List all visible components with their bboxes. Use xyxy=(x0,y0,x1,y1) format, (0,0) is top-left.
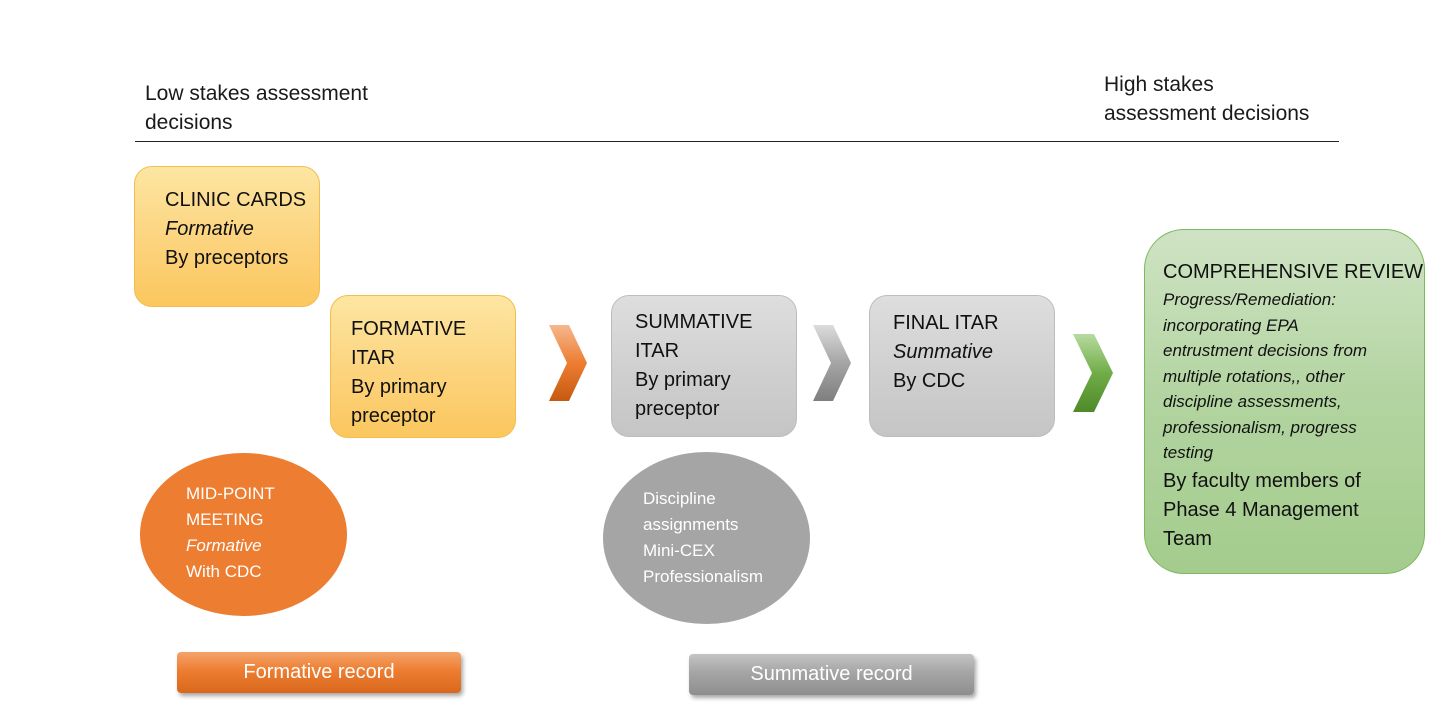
clinic-cards-title: CLINIC CARDS xyxy=(165,189,307,211)
high-stakes-label: High stakes assessment decisions xyxy=(1104,70,1309,128)
mid-point-line-2: MEETING xyxy=(186,510,264,529)
discipline-line-1: Discipline xyxy=(643,489,716,508)
review-detail-line-7: testing xyxy=(1163,443,1214,462)
summative-itar-line-2: ITAR xyxy=(635,340,680,362)
stakes-divider xyxy=(135,141,1339,142)
mid-point-type: Formative xyxy=(186,536,262,555)
clinic-cards-type: Formative xyxy=(165,218,254,240)
discipline-assessments-ellipse: Discipline assignments Mini-CEX Professi… xyxy=(603,452,810,624)
comprehensive-review-by: By faculty members of Phase 4 Management… xyxy=(1163,467,1420,554)
high-stakes-line-2: assessment decisions xyxy=(1104,102,1310,125)
discipline-line-2: assignments xyxy=(643,515,739,534)
low-stakes-line-2: decisions xyxy=(145,111,233,134)
review-by-line-3: Team xyxy=(1163,527,1212,550)
formative-itar-line-2: ITAR xyxy=(351,347,396,369)
formative-itar-box: FORMATIVE ITAR By primary preceptor xyxy=(330,295,516,438)
review-detail-line-6: professionalism, progress xyxy=(1163,417,1357,437)
low-stakes-label: Low stakes assessment decisions xyxy=(145,79,368,137)
summative-itar-line-1: SUMMATIVE xyxy=(635,311,753,333)
summative-itar-line-4: preceptor xyxy=(635,398,720,420)
comprehensive-review-title: COMPREHENSIVE REVIEW xyxy=(1163,261,1424,283)
final-itar-by: By CDC xyxy=(893,370,966,392)
review-detail-line-1: Progress/Remediation: xyxy=(1163,290,1336,309)
formative-itar-line-4: preceptor xyxy=(351,405,436,427)
chevron-right-icon-orange xyxy=(549,325,587,401)
mid-point-with: With CDC xyxy=(186,562,262,581)
clinic-cards-by: By preceptors xyxy=(165,247,289,269)
summative-itar-line-3: By primary xyxy=(635,369,731,391)
review-detail-line-5: discipline assessments, xyxy=(1163,392,1342,411)
summative-itar-box: SUMMATIVE ITAR By primary preceptor xyxy=(611,295,797,437)
final-itar-type: Summative xyxy=(893,341,994,363)
mid-point-line-1: MID-POINT xyxy=(186,484,275,503)
review-by-line-1: By faculty members of xyxy=(1163,469,1361,492)
high-stakes-line-1: High stakes xyxy=(1104,73,1214,96)
chevron-right-icon-gray xyxy=(813,325,851,401)
low-stakes-line-1: Low stakes assessment xyxy=(145,82,368,105)
comprehensive-review-box: COMPREHENSIVE REVIEW Progress/Remediatio… xyxy=(1144,229,1425,574)
chevron-right-icon-green xyxy=(1073,334,1113,412)
review-detail-line-3: entrustment decisions from xyxy=(1163,341,1368,360)
summative-record-bar: Summative record xyxy=(689,654,974,695)
comprehensive-review-detail: Progress/Remediation: incorporating EPA … xyxy=(1163,287,1420,466)
final-itar-box: FINAL ITAR Summative By CDC xyxy=(869,295,1055,437)
mid-point-meeting-ellipse: MID-POINT MEETING Formative With CDC xyxy=(140,453,347,616)
review-detail-line-2: incorporating EPA xyxy=(1163,315,1299,335)
formative-record-bar: Formative record xyxy=(177,652,461,693)
clinic-cards-box: CLINIC CARDS Formative By preceptors xyxy=(134,166,320,307)
final-itar-title: FINAL ITAR xyxy=(893,312,999,334)
review-detail-line-4: multiple rotations,, other xyxy=(1163,366,1345,386)
formative-itar-line-3: By primary xyxy=(351,376,447,398)
formative-itar-line-1: FORMATIVE xyxy=(351,318,467,340)
review-by-line-2: Phase 4 Management xyxy=(1163,498,1359,521)
discipline-line-4: Professionalism xyxy=(643,567,763,586)
discipline-line-3: Mini-CEX xyxy=(643,541,715,560)
